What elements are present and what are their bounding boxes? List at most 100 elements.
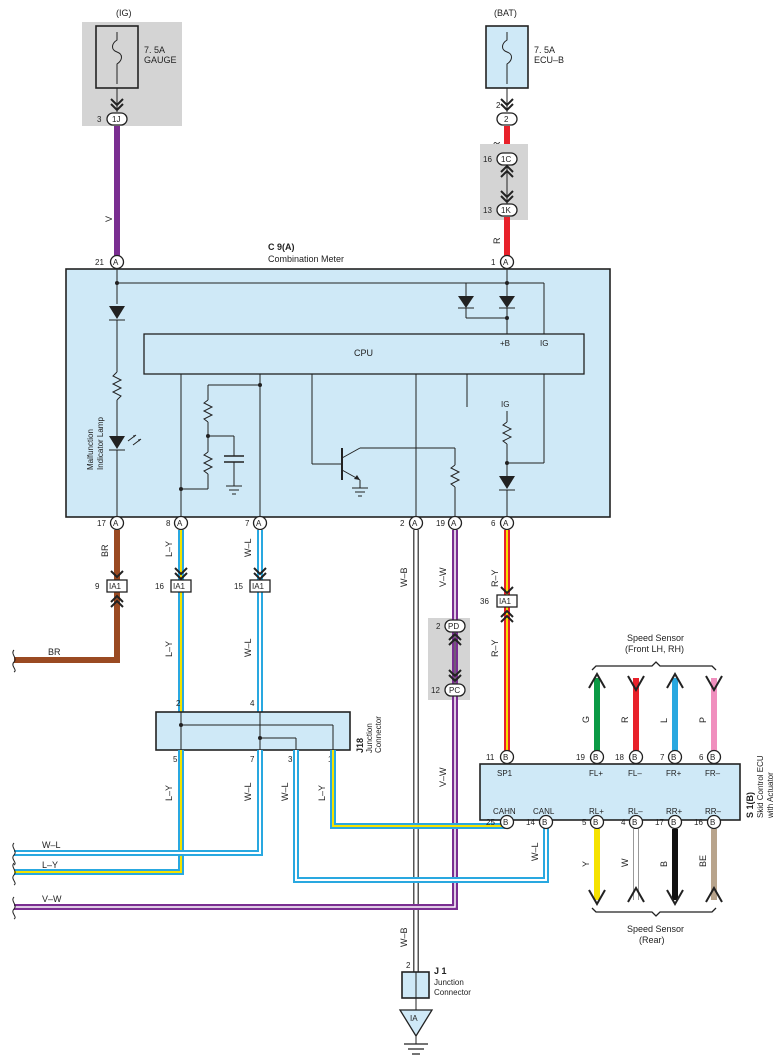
wire-wl-label-5: W–L	[280, 782, 290, 801]
connector-bat-2-label: 2	[504, 115, 509, 124]
svg-text:IA1: IA1	[252, 582, 265, 591]
ecu-pin-rl-plus: RL+	[589, 807, 604, 816]
svg-text:36: 36	[480, 597, 489, 606]
pin-num-1: 1	[491, 258, 496, 267]
svg-text:17: 17	[97, 519, 106, 528]
wire-v-label: V	[104, 216, 114, 222]
speed-sensor-rear-title: Speed Sensor	[627, 924, 684, 934]
svg-text:17: 17	[655, 818, 664, 827]
connector-pc	[444, 683, 466, 697]
svg-text:25: 25	[486, 818, 495, 827]
meter-internals: Malfunction Indicator Lamp CPU +B IG	[86, 269, 585, 517]
svg-text:B: B	[503, 818, 508, 827]
s1b-desc1: Skid Control ECU	[756, 755, 765, 818]
ecu-pin-sp1: SP1	[497, 769, 513, 778]
wire-wl-label-1: W–L	[243, 538, 253, 557]
svg-text:A: A	[451, 519, 457, 528]
j1-title: J 1	[434, 966, 447, 976]
fuse-bat-element	[502, 32, 512, 84]
pin-1k-13: 13	[483, 206, 492, 215]
wire-ly-label-5: L–Y	[317, 785, 327, 801]
wire-ly-label-2: L–Y	[164, 641, 174, 657]
j18-desc2: Connector	[374, 716, 383, 753]
combination-meter-box	[65, 268, 611, 518]
svg-text:B: B	[632, 753, 637, 762]
wire-wb-label-2: W–B	[399, 927, 409, 947]
pin-a-1: A	[503, 258, 509, 267]
wire-vw-label-2: V–W	[438, 767, 448, 787]
svg-text:9: 9	[95, 582, 100, 591]
svg-text:A: A	[503, 519, 509, 528]
ecu-pin-fl-plus: FL+	[589, 769, 603, 778]
pin-bat-2: 2	[496, 101, 501, 110]
wire-br	[14, 530, 120, 663]
ecu-top-pins: B 11 B 19 B 18 B 7 B 6	[486, 749, 722, 765]
diode-2	[499, 296, 515, 308]
svg-text:16: 16	[694, 818, 703, 827]
ground-ia-label: IA	[410, 1014, 418, 1023]
wire-b-label: B	[659, 861, 669, 867]
ground-cap	[226, 485, 242, 495]
svg-text:7: 7	[245, 519, 250, 528]
svg-text:19: 19	[436, 519, 445, 528]
meter-bottom-pins: A 17 A 8 A 7 A 2 A 19 A 6	[97, 515, 515, 531]
wire-vw-label-1: V–W	[438, 567, 448, 587]
fuse-ig-name: GAUGE	[144, 55, 177, 65]
wire-br-label-2: BR	[48, 647, 61, 657]
wire-y-label: Y	[581, 861, 591, 867]
connector-ia1-15	[249, 579, 271, 593]
resistor-pin19	[449, 464, 461, 488]
ecu-pin-cahn: CAHN	[493, 807, 516, 816]
resistor-r1	[202, 399, 214, 423]
led-mil	[109, 436, 125, 449]
pin-a-21: A	[113, 258, 119, 267]
j1-desc2: Connector	[434, 988, 471, 997]
diode-1	[458, 296, 474, 308]
wire-wl-j18-7	[14, 750, 263, 856]
wire-ly-label-3: L–Y	[164, 785, 174, 801]
connector-1j-label: 1J	[112, 115, 120, 124]
diode-mil	[109, 306, 125, 319]
connector-1k	[496, 203, 518, 217]
svg-text:5: 5	[582, 818, 587, 827]
svg-text:7: 7	[660, 753, 665, 762]
svg-text:B: B	[503, 753, 508, 762]
s1b-title: S 1(B)	[745, 792, 755, 818]
wire-p-label: P	[698, 717, 708, 723]
cpu-label: CPU	[354, 348, 373, 358]
svg-text:6: 6	[491, 519, 496, 528]
svg-text:19: 19	[576, 753, 585, 762]
mil-label-1: Malfunction	[86, 429, 95, 470]
ecu-bottom-pins: B 25 B 14 B 5 B 4 B 17 B 16	[486, 814, 722, 830]
wire-ry-label-1: R–Y	[490, 569, 500, 587]
svg-text:14: 14	[526, 818, 535, 827]
connector-1j	[106, 112, 128, 126]
chevron-1c	[500, 164, 514, 178]
wire-vw-label-3: V–W	[42, 894, 62, 904]
ecu-pin-rl-minus: RL–	[628, 807, 643, 816]
wire-ly-j18-5	[14, 750, 184, 875]
wire-r-lower-label: R	[492, 237, 502, 244]
fuse-bat-name: ECU–B	[534, 55, 564, 65]
c9a-desc: Combination Meter	[268, 254, 344, 264]
svg-text:A: A	[256, 519, 262, 528]
mil-label-2: Indicator Lamp	[96, 417, 105, 470]
pin-1c-16: 16	[483, 155, 492, 164]
speed-sensor-front-title: Speed Sensor	[627, 633, 684, 643]
svg-text:A: A	[412, 519, 418, 528]
wire-wl-label-6: W–L	[530, 842, 540, 861]
svg-text:IA1: IA1	[109, 582, 122, 591]
ground-symbol	[404, 1043, 428, 1055]
wire-terminators-left	[12, 842, 16, 920]
s1b-desc2: with Actuator	[766, 772, 775, 819]
j18-pin-2: 2	[176, 699, 181, 708]
wire-br-label: BR	[100, 544, 110, 557]
ecu-pin-fr-plus: FR+	[666, 769, 682, 778]
fuse-bat-source: (BAT)	[494, 8, 517, 18]
ecu-pin-rr-minus: RR–	[705, 807, 722, 816]
svg-text:2: 2	[400, 519, 405, 528]
wire-ly-label-1: L–Y	[164, 541, 174, 557]
wire-l-label: L	[659, 718, 669, 723]
resistor-r2	[202, 451, 214, 475]
